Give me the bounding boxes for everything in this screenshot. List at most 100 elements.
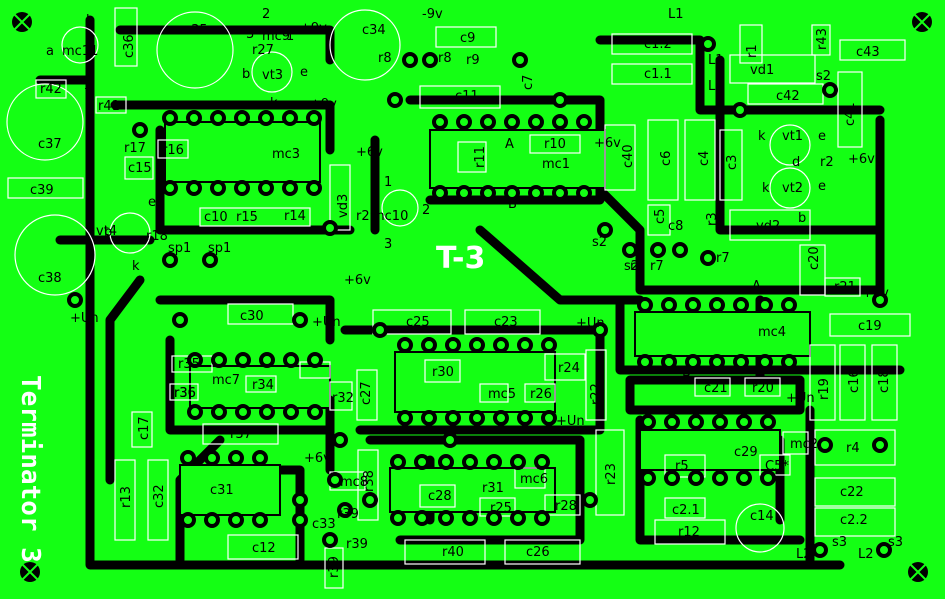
pad (172, 312, 188, 328)
component-label-r36: r36 (174, 386, 196, 401)
pad (469, 410, 485, 426)
pad (493, 337, 509, 353)
pad (661, 297, 677, 313)
pad (552, 114, 568, 130)
component-label-r2: r2 (820, 155, 834, 170)
rail-label: +Un (70, 311, 99, 326)
pad (445, 410, 461, 426)
component-outlines (6, 9, 811, 553)
pad (283, 352, 299, 368)
pad (528, 185, 544, 201)
component-label-r7: r7 (650, 259, 664, 274)
pad (397, 337, 413, 353)
pad (438, 454, 454, 470)
pad (493, 410, 509, 426)
component-label-r43: r43 (815, 28, 830, 50)
component-label-r1: r1 (745, 44, 760, 58)
pin-label: b (104, 225, 112, 240)
component-label-c5: c5 (653, 209, 668, 224)
pin-label: s3 (832, 535, 847, 550)
component-label-r31: r31 (482, 481, 504, 496)
component-label-c16: c16 (847, 369, 862, 393)
component-label-vd1: vd1 (750, 63, 774, 78)
pad (292, 492, 308, 508)
pad (822, 82, 838, 98)
component-label-r12: r12 (678, 525, 700, 540)
pad (736, 414, 752, 430)
pad (757, 297, 773, 313)
pad (228, 512, 244, 528)
component-label-r7: r7 (716, 251, 730, 266)
pad (390, 510, 406, 526)
rail-label: +9v (310, 97, 337, 112)
pad (480, 114, 496, 130)
pad (259, 404, 275, 420)
rail-label: +6v (344, 273, 371, 288)
pad (576, 114, 592, 130)
component-label-c19: c19 (858, 319, 882, 334)
component-label-r39: r39 (327, 556, 342, 578)
component-label-r7: r7 (630, 259, 644, 274)
pad (162, 252, 178, 268)
pad (733, 354, 749, 370)
pad (640, 470, 656, 486)
component-label-vd2: vd2 (756, 219, 780, 234)
pad (337, 502, 353, 518)
component-label-sp1: sp1 (168, 241, 191, 256)
component-label-c14: c14 (750, 509, 774, 524)
component-label-r22: r22 (589, 383, 604, 405)
pad (187, 352, 203, 368)
pin-label: s2 (816, 69, 831, 84)
pad (211, 352, 227, 368)
rail-label: +6v (594, 136, 621, 151)
component-label-r28: r28 (555, 499, 577, 514)
pad (390, 454, 406, 470)
component-label-c36: c36 (122, 34, 137, 58)
pad (402, 52, 418, 68)
component-label-c11: c11 (455, 89, 479, 104)
pin-label: L1 (708, 53, 724, 68)
pin-label: B (682, 365, 691, 380)
component-label-c27: c27 (359, 381, 374, 405)
component-label-r9: r9 (466, 53, 480, 68)
component-label-c43: c43 (856, 45, 880, 60)
pad-layer (67, 36, 892, 558)
pad (592, 322, 608, 338)
pad (637, 354, 653, 370)
rail-label: +6v (304, 451, 331, 466)
component-label-c42: c42 (776, 89, 800, 104)
component-label-c32: c32 (152, 484, 167, 508)
pad (597, 222, 613, 238)
component-label-r42: r42 (40, 82, 62, 97)
pad (462, 510, 478, 526)
component-boxes (7, 7, 911, 589)
pin-label: k (758, 129, 766, 144)
component-label-r4: r4 (846, 441, 860, 456)
pad (872, 292, 888, 308)
component-label-mc6: mc6 (520, 472, 548, 487)
pad (307, 404, 323, 420)
pad (541, 337, 557, 353)
pad (387, 92, 403, 108)
pad (67, 292, 83, 308)
pad (512, 52, 528, 68)
pin-label: d (792, 155, 800, 170)
pad (480, 185, 496, 201)
pad (637, 297, 653, 313)
pad (700, 36, 716, 52)
pad (672, 242, 688, 258)
component-label-r19: r19 (817, 378, 832, 400)
component-label-c6: c6 (659, 151, 674, 166)
pad (709, 297, 725, 313)
component-label-c39: c39 (30, 183, 54, 198)
pad (180, 512, 196, 528)
component-label-c25: c25 (406, 315, 430, 330)
rail-labels: -9v+9v+9v+6v+6v+6v+6v+6v+6v+Un+Un+Un+Un+… (70, 7, 889, 466)
component-label-c31: c31 (210, 483, 234, 498)
pin-label: L2 (796, 547, 812, 562)
component-label-r15: r15 (236, 210, 258, 225)
component-label-c4: c4 (697, 151, 712, 166)
pad (362, 492, 378, 508)
component-label-c9: c9 (460, 31, 475, 46)
